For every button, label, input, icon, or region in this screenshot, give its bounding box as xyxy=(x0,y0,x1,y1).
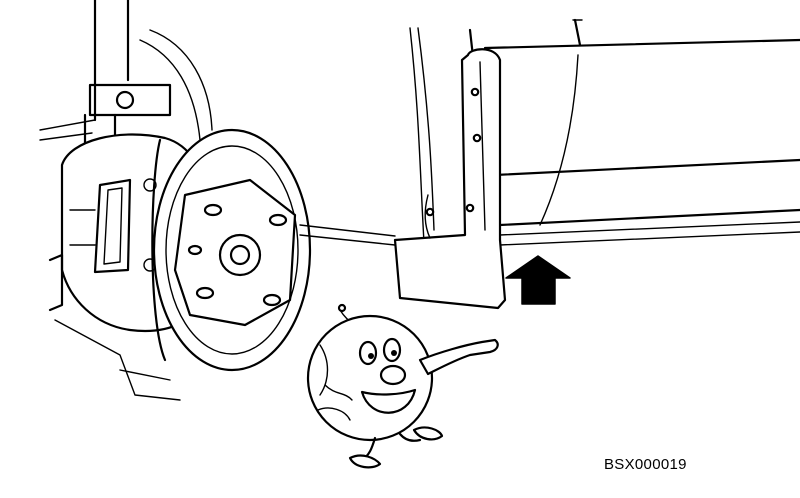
mud-guard xyxy=(393,48,507,310)
wheel-hub xyxy=(173,178,297,327)
up-arrow-icon xyxy=(505,255,571,305)
figure-code: BSX000019 xyxy=(604,456,687,473)
suspension-strut xyxy=(39,0,213,152)
mascot-globe-character xyxy=(306,303,499,469)
car-body-panel xyxy=(299,18,800,262)
